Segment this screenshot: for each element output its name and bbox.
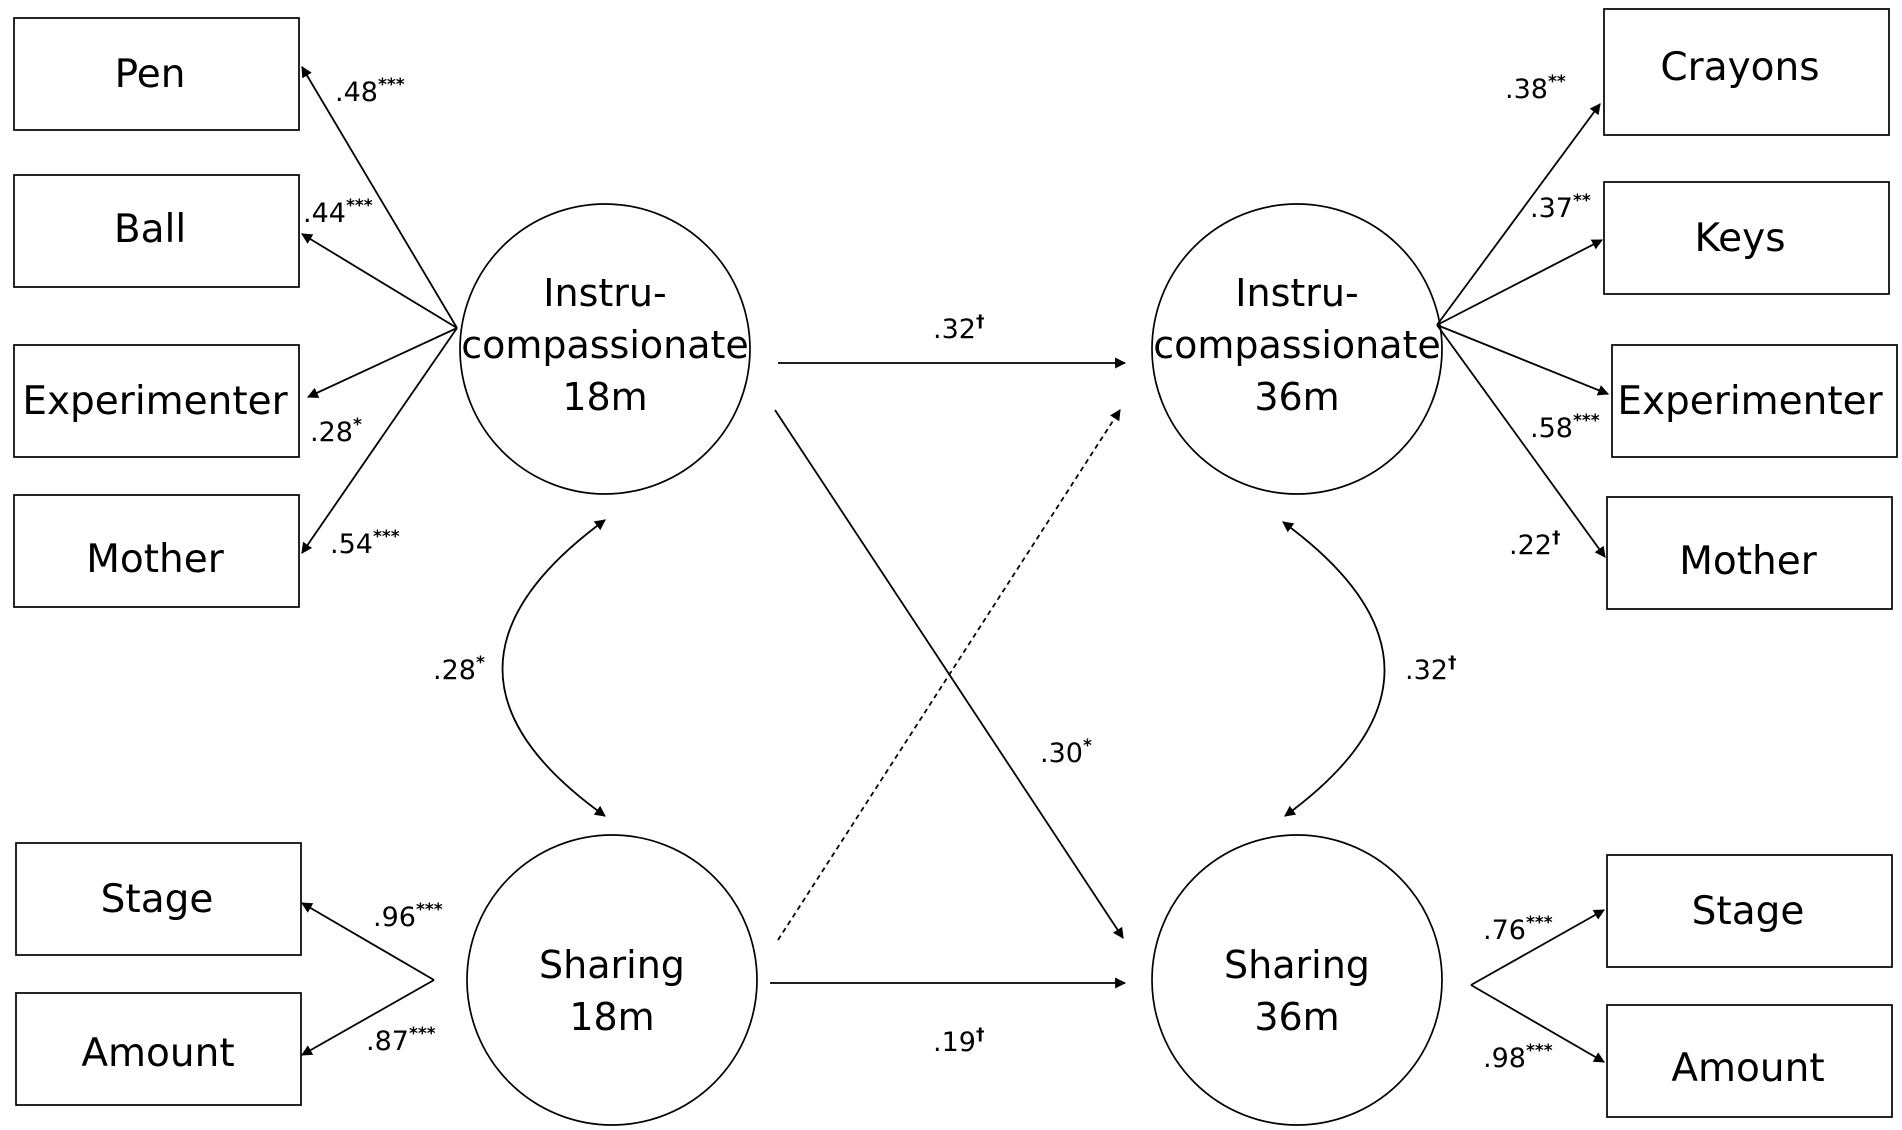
loading-coef-mother-36m: .22† (1509, 528, 1560, 561)
loading-arrow-stage-18m (301, 902, 435, 981)
loading-arrow-pen (301, 66, 458, 329)
loading-coef-amount-18m: .87*** (366, 1024, 436, 1057)
latent-label-line3: 36m (1254, 375, 1339, 419)
loading-coef-amount-36m: .98*** (1483, 1041, 1553, 1074)
indicator-amount-36m: Amount (1606, 1004, 1893, 1118)
loading-coef-stage-36m: .76*** (1483, 913, 1553, 946)
loading-arrow-ball (301, 233, 458, 329)
covariance-coef-36m: .32† (1405, 653, 1456, 686)
indicator-label: Amount (1671, 1046, 1824, 1091)
latent-label-line2: 36m (1254, 995, 1339, 1039)
covariance-arrow-18m (501, 519, 606, 817)
indicator-keys-36m: Keys (1603, 181, 1890, 295)
indicator-label: Crayons (1660, 45, 1819, 90)
loading-coef-experimenter-36m: .58*** (1530, 411, 1600, 444)
loading-arrow-crayons (1436, 103, 1601, 326)
latent-label-line2: compassionate (1153, 323, 1441, 367)
loading-coef-stage-18m: .96*** (373, 900, 443, 933)
path-arrow-sh18-to-ic36-nonsignificant (777, 409, 1121, 941)
loading-coef-keys: .37** (1530, 191, 1591, 224)
indicator-mother-18m: Mother (13, 494, 300, 608)
loading-arrow-mother-36m (1436, 324, 1606, 558)
loading-coef-crayons: .38** (1505, 72, 1566, 105)
latent-sharing-36m: Sharing 36m (1151, 834, 1443, 1126)
loading-arrow-keys (1436, 239, 1603, 326)
latent-label-line1: Instru- (543, 271, 666, 315)
loading-arrow-mother-18m (301, 327, 458, 554)
path-coef-ic18-sh36: .30* (1040, 736, 1092, 769)
indicator-stage-18m: Stage (15, 842, 302, 956)
loading-coef-mother-18m: .54*** (330, 527, 400, 560)
indicator-experimenter-36m: Experimenter (1611, 344, 1898, 458)
loading-arrow-amount-36m (1470, 984, 1605, 1063)
indicator-ball-18m: Ball (13, 174, 300, 288)
latent-label-line3: 18m (562, 375, 647, 419)
latent-instrucompassionate-36m: Instru- compassionate 36m (1151, 203, 1443, 495)
latent-label-line1: Sharing (539, 943, 685, 987)
loading-arrow-stage-36m (1470, 909, 1605, 986)
path-coef-sh18-sh36: .19† (933, 1025, 984, 1058)
indicator-label: Experimenter (22, 379, 288, 424)
indicator-label: Ball (114, 207, 186, 252)
indicator-label: Amount (81, 1031, 234, 1076)
indicator-label: Stage (101, 877, 214, 922)
latent-label-line2: 18m (569, 995, 654, 1039)
loading-coef-pen: .48*** (335, 75, 405, 108)
indicator-label: Mother (86, 537, 225, 582)
indicator-pen-18m: Pen (13, 17, 300, 131)
indicator-crayons-36m: Crayons (1603, 8, 1890, 136)
indicator-label: Pen (115, 52, 186, 97)
loading-coef-ball: .44*** (303, 196, 373, 229)
covariance-coef-18m: .28* (433, 653, 485, 686)
indicator-mother-36m: Mother (1606, 496, 1893, 610)
indicator-stage-36m: Stage (1606, 854, 1893, 968)
latent-label-line1: Instru- (1235, 271, 1358, 315)
latent-instrucompassionate-18m: Instru- compassionate 18m (459, 203, 751, 495)
indicator-label: Stage (1692, 889, 1805, 934)
covariance-arrow-36m (1282, 521, 1386, 817)
indicator-experimenter-18m: Experimenter (13, 344, 300, 458)
loading-arrow-experimenter-18m (307, 327, 458, 398)
indicator-label: Experimenter (1617, 379, 1883, 424)
latent-label-line2: compassionate (461, 323, 749, 367)
latent-label-line1: Sharing (1224, 943, 1370, 987)
indicator-label: Mother (1679, 539, 1818, 584)
loading-arrow-amount-18m (301, 979, 435, 1056)
path-coef-ic18-ic36: .32† (933, 312, 984, 345)
loading-arrow-experimenter-36m (1436, 324, 1610, 396)
loading-coef-experimenter-18m: .28* (310, 415, 362, 448)
indicator-label: Keys (1694, 216, 1785, 261)
indicator-amount-18m: Amount (15, 992, 302, 1106)
latent-sharing-18m: Sharing 18m (466, 834, 758, 1126)
